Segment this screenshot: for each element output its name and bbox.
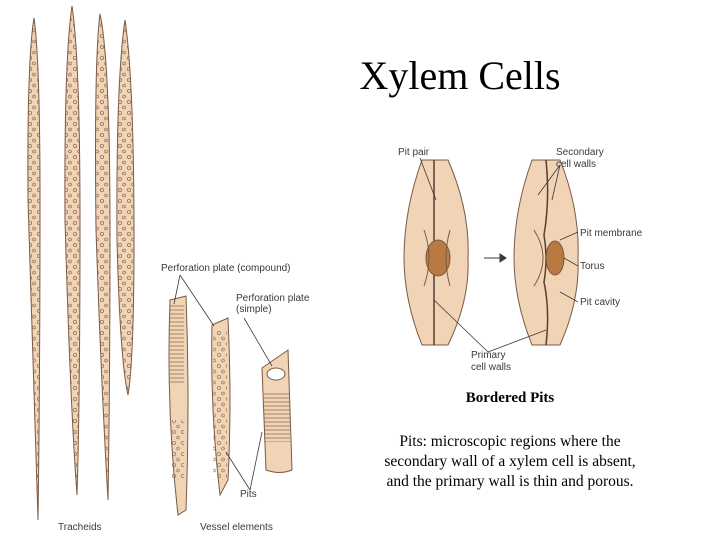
primary-walls-label-1: Primary [471, 350, 505, 361]
perforation-simple-label-1: Perforation plate [236, 293, 310, 304]
secondary-walls-label-2: cell walls [556, 159, 596, 170]
secondary-walls-label-1: Secondary [556, 147, 604, 158]
torus-label: Torus [580, 261, 604, 272]
tracheids-group [27, 5, 135, 521]
vessel-elements-group [168, 295, 293, 516]
perforation-simple-label-2: (simple) [236, 304, 272, 315]
pit-arrow [484, 253, 507, 263]
vessel-leader-lines [173, 274, 273, 491]
vessel-elements-label: Vessel elements [200, 522, 273, 533]
pit-leader-lines [419, 157, 579, 353]
caption-heading: Bordered Pits [465, 390, 555, 406]
pit-pair-label: Pit pair [398, 147, 430, 158]
caption-body: : microscopic regions where the secondar… [384, 433, 636, 490]
pit-membrane-label: Pit membrane [580, 228, 643, 239]
tracheids-label: Tracheids [58, 522, 102, 533]
primary-walls-label-2: cell walls [471, 362, 511, 373]
bordered-pit-left [403, 159, 469, 346]
bordered-pit-right [513, 159, 579, 346]
perforation-compound-label: Perforation plate (compound) [161, 263, 291, 274]
caption-term: Pits [399, 433, 423, 450]
pits-label: Pits [240, 489, 257, 500]
pit-cavity-label: Pit cavity [580, 297, 620, 308]
slide-title: Xylem Cells [359, 53, 561, 98]
caption-text: Pits: microscopic regions where the seco… [372, 432, 648, 492]
